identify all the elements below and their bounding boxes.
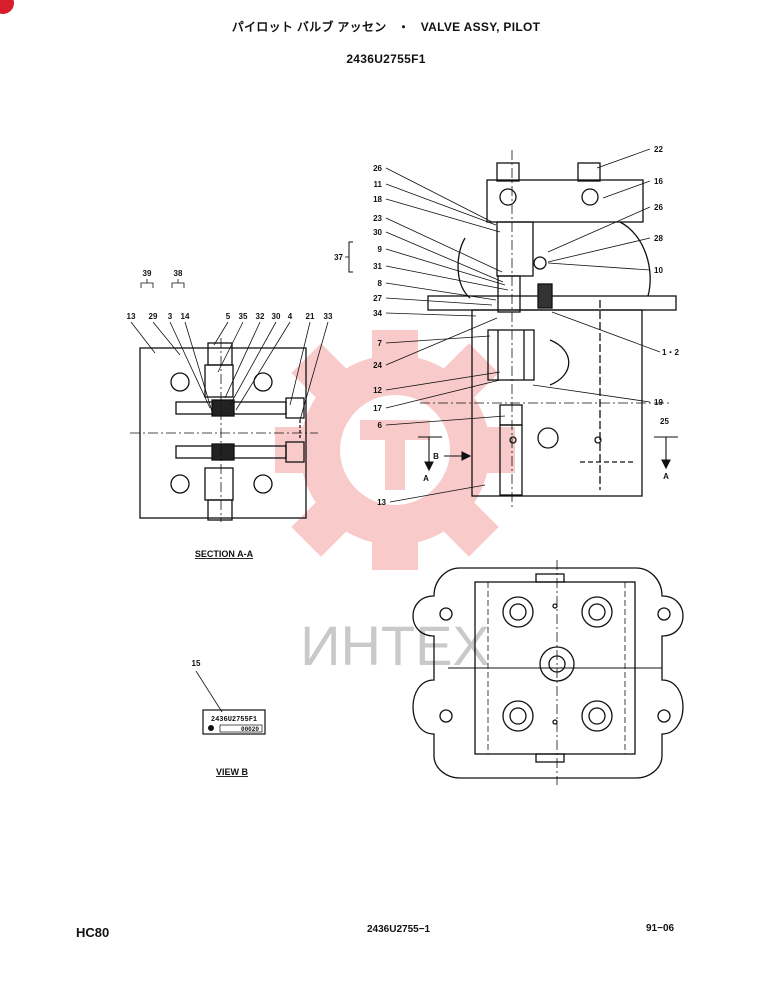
callout-4: 4 (288, 312, 293, 321)
footer-date-code: 91−06 (646, 923, 675, 934)
section-caption: SECTION A-A (195, 549, 254, 559)
callout-37: 37 (334, 253, 343, 262)
callout-34: 34 (373, 309, 382, 318)
title-line: パイロット バルブ アッセン ・ VALVE ASSY, PILOT (0, 18, 772, 35)
callout-24: 24 (373, 361, 382, 370)
callouts-section: 39 38 13 29 3 14 5 35 32 30 4 21 33 (127, 269, 333, 321)
callout-16: 16 (654, 177, 663, 186)
callout-6: 6 (378, 421, 383, 430)
footer-model: HC80 (76, 925, 110, 940)
watermark-logo (275, 330, 515, 570)
plate-line-2: 00020 (241, 726, 259, 733)
view-mark-b: B (433, 452, 439, 461)
callout-29: 29 (149, 312, 158, 321)
callout-15: 15 (192, 659, 201, 668)
callout-18a: 18 (373, 195, 382, 204)
callout-22: 22 (654, 145, 663, 154)
callout-38: 38 (174, 269, 183, 278)
callout-26b: 26 (654, 203, 663, 212)
callout-13b: 13 (127, 312, 136, 321)
callout-21: 21 (306, 312, 315, 321)
callout-23: 23 (373, 214, 382, 223)
callout-19: 19 (654, 398, 663, 407)
plate-line-1: 2436U2755F1 (211, 716, 257, 724)
section-mark-a-left: A (423, 474, 429, 483)
name-plate: 2436U2755F1 00020 (202, 709, 266, 735)
callouts-main: 26 11 18 23 37 30 9 31 8 27 34 7 24 12 1… (334, 145, 679, 507)
view-caption: VIEW B (216, 767, 249, 777)
watermark-text: ИНТЕХ (300, 614, 490, 677)
section-arrows (418, 436, 678, 472)
callout-11: 11 (374, 180, 383, 189)
leader-lines-main (345, 148, 661, 503)
callout-12: 12 (373, 386, 382, 395)
callout-30b: 30 (272, 312, 281, 321)
callout-13a: 13 (377, 498, 386, 507)
title-en: VALVE ASSY, PILOT (420, 20, 541, 34)
callout-1-2: 1・2 (662, 348, 679, 357)
callout-28: 28 (654, 234, 663, 243)
callout-3: 3 (168, 312, 173, 321)
callout-27: 27 (373, 294, 382, 303)
callout-17: 17 (373, 404, 382, 413)
callout-31: 31 (373, 262, 382, 271)
callout-35: 35 (239, 312, 248, 321)
title-jp: パイロット バルブ アッセン (231, 20, 387, 34)
callout-26a: 26 (373, 164, 382, 173)
callout-32: 32 (256, 312, 265, 321)
callout-14: 14 (181, 312, 190, 321)
callout-25: 25 (660, 417, 669, 426)
footer-drawing-ref: 2436U2755−1 (367, 924, 431, 935)
valve-side-view (420, 150, 677, 510)
callout-5: 5 (226, 312, 231, 321)
callout-8: 8 (378, 279, 383, 288)
title-separator: ・ (397, 20, 410, 34)
callout-39: 39 (143, 269, 152, 278)
corner-badge (0, 0, 14, 14)
callout-33: 33 (324, 312, 333, 321)
section-a-a-view (130, 338, 318, 522)
callout-7: 7 (378, 339, 383, 348)
callout-30a: 30 (373, 228, 382, 237)
section-mark-a-right: A (663, 472, 669, 481)
callout-9: 9 (378, 245, 383, 254)
part-number: 2436U2755F1 (346, 52, 426, 66)
leader-15 (195, 670, 223, 713)
callout-10: 10 (654, 266, 663, 275)
valve-bottom-view (412, 560, 684, 785)
leader-lines-section (130, 279, 329, 421)
